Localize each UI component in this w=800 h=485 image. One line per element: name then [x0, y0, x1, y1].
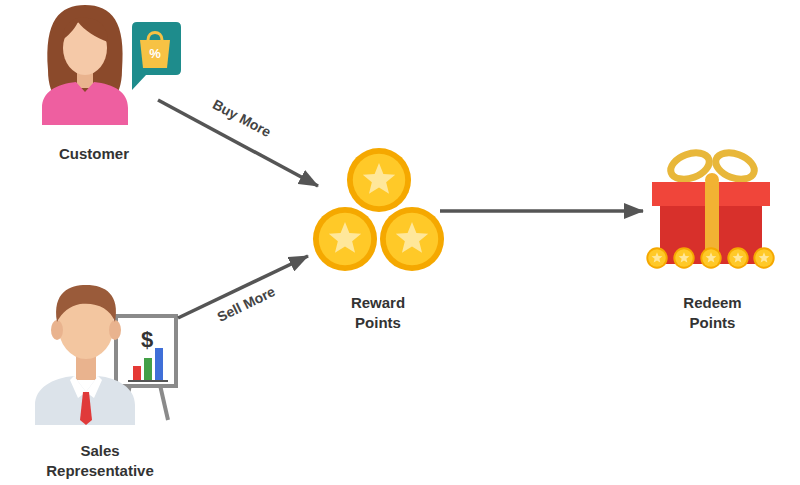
icon-node: Reward Points [305, 145, 451, 335]
node-label: Redeem Points [673, 293, 753, 333]
shopping-bubble [132, 22, 181, 90]
node-label: Customer [59, 144, 129, 164]
percent-sign: % [149, 46, 161, 61]
edge-label: Buy More [210, 96, 274, 140]
flow-arrow [440, 209, 643, 213]
node-label: Sales Representative [35, 441, 165, 481]
sales-figure [35, 285, 135, 425]
dollar-sign: $ [141, 327, 153, 353]
icon-node: Sales Representative [22, 285, 178, 483]
icon-node: Customer [30, 0, 158, 168]
reward-coins [313, 148, 444, 271]
customer-figure [42, 5, 128, 125]
node-label: Reward Points [338, 293, 418, 333]
gift-box [646, 148, 774, 269]
icon-node: Redeem Points [645, 145, 780, 335]
edge-label: Sell More [215, 283, 278, 325]
